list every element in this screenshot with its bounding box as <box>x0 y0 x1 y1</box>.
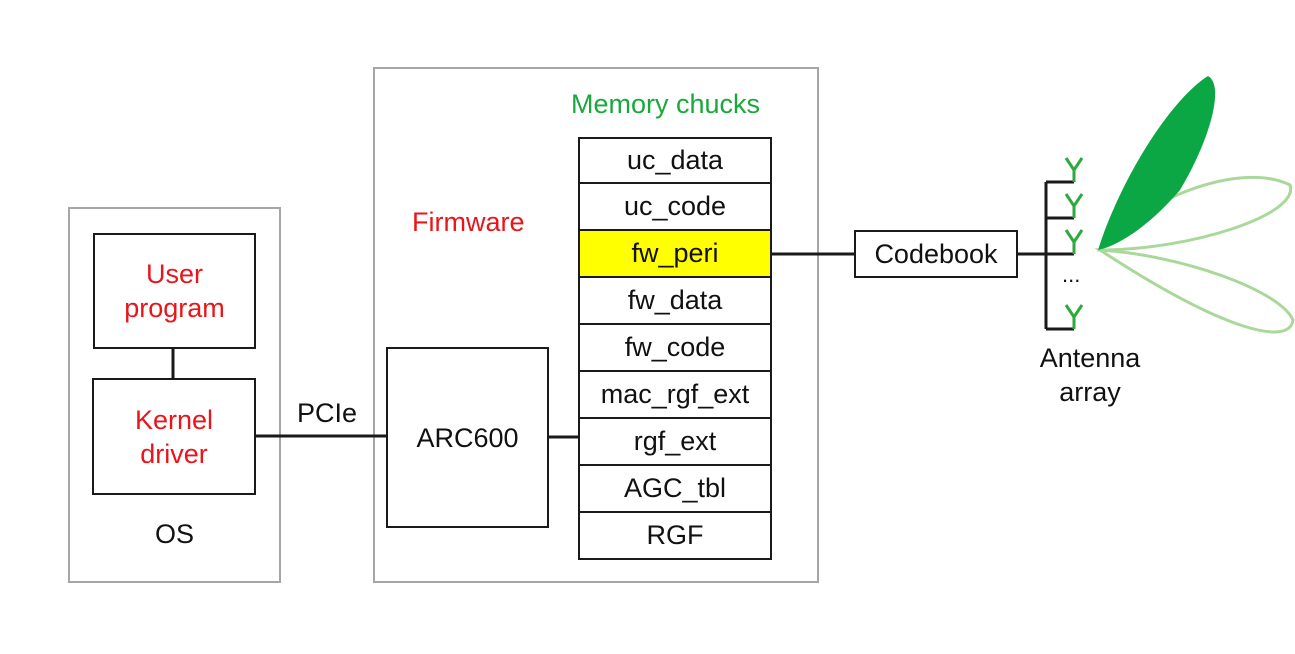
antenna-array-label: Antenna array <box>1039 343 1141 407</box>
user-program-box: User program <box>93 233 256 349</box>
arc600-label: ARC600 <box>416 422 519 453</box>
memory-chunk: uc_code <box>578 184 772 231</box>
antenna-element-icon <box>1064 157 1084 182</box>
os-label: OS <box>154 519 194 549</box>
memory-chunk: uc_data <box>578 137 772 184</box>
firmware-container <box>373 67 819 583</box>
antenna-ellipsis: ... <box>1062 262 1081 287</box>
memory-title: Memory chucks <box>571 89 761 119</box>
antenna-element-icon <box>1064 193 1084 218</box>
memory-chunk: mac_rgf_ext <box>578 372 772 419</box>
kernel-driver-label: Kernel driver <box>134 404 214 469</box>
kernel-driver-box: Kernel driver <box>92 378 256 495</box>
memory-chunk: fw_code <box>578 325 772 372</box>
memory-chunk: rgf_ext <box>578 419 772 466</box>
memory-chunk-highlighted: fw_peri <box>578 231 772 278</box>
arc600-box: ARC600 <box>386 347 549 528</box>
user-program-label: User program <box>124 259 225 323</box>
os-container <box>68 207 281 583</box>
memory-chunk: AGC_tbl <box>578 466 772 513</box>
codebook-label: Codebook <box>874 238 998 269</box>
memory-chunk: fw_data <box>578 278 772 325</box>
codebook-box: Codebook <box>854 230 1018 278</box>
side-beam-lower <box>1094 248 1295 334</box>
antenna-element-icon <box>1064 229 1084 254</box>
firmware-label: Firmware <box>412 207 525 237</box>
pcie-label: PCIe <box>297 398 358 428</box>
antenna-element-icon <box>1064 304 1084 329</box>
memory-chunk: RGF <box>578 513 772 560</box>
main-beam <box>1098 76 1216 250</box>
